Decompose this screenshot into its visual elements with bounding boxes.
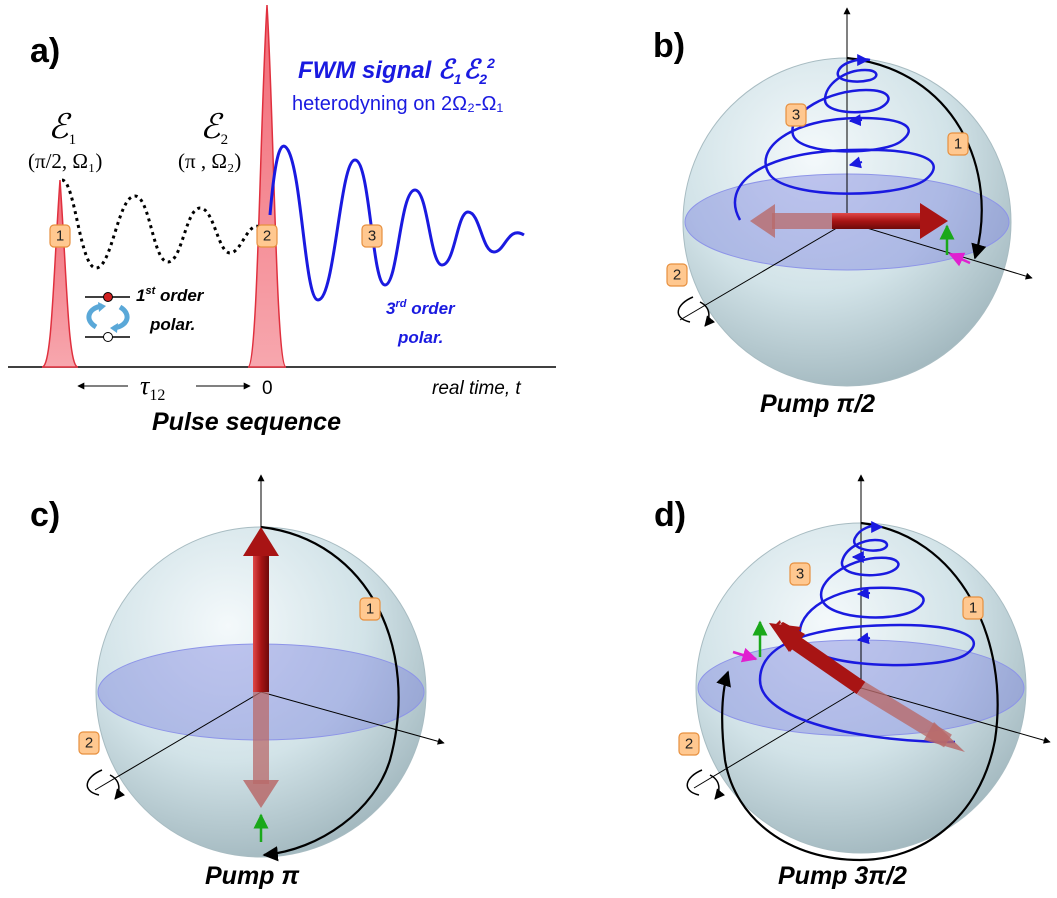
- svg-text:1: 1: [969, 600, 977, 617]
- spiral-d-arrow-2: [856, 587, 871, 600]
- svg-text:3: 3: [368, 228, 376, 245]
- panel-a-caption: Pulse sequence: [152, 408, 341, 436]
- panel-c: c) 1 2 Pump π: [30, 474, 445, 890]
- bloch-vector-c: [243, 527, 279, 808]
- badge-b-1: 1: [947, 132, 969, 156]
- x-axis-d: [693, 687, 862, 789]
- rotation-arc-c: [260, 525, 400, 862]
- fwm-title: FWM signal ℰ1ℰ22: [298, 55, 495, 87]
- first-order-label: 1st order: [136, 285, 205, 305]
- two-level-icon: [85, 292, 130, 342]
- pulse-1: [41, 179, 79, 368]
- panel-b: b) 3 1 2 Pump π/2: [653, 7, 1033, 418]
- bloch-vector-d: [769, 620, 965, 752]
- spiral-b: [733, 58, 935, 221]
- panel-c-label: c): [30, 496, 60, 534]
- x-axis-b: [679, 221, 848, 321]
- pulse1-params: (π/2, Ω₁): [28, 149, 102, 173]
- spiral-d-arrow-1: [856, 632, 871, 645]
- pulse-2: [247, 4, 287, 368]
- badge-c-2: 2: [78, 731, 100, 755]
- real-time-label: real time, t: [432, 378, 521, 399]
- panel-d-label: d): [654, 496, 686, 534]
- pulse1-symbol: ℰ1: [48, 109, 76, 148]
- badge-a-1: 1: [49, 224, 71, 248]
- panel-b-label: b): [653, 27, 685, 65]
- spiral-b-arrow-1: [848, 156, 863, 169]
- svg-text:1: 1: [366, 601, 374, 618]
- svg-text:3: 3: [792, 107, 800, 124]
- svg-text:3: 3: [796, 566, 804, 583]
- spiral-d: [758, 524, 976, 744]
- panel-a-label: a): [30, 32, 60, 70]
- y-axis-b: [846, 221, 1033, 280]
- rotation-glyph-c-tip: [109, 774, 126, 800]
- third-order-line2: polar.: [397, 328, 443, 347]
- badge-a-3: 3: [361, 224, 383, 248]
- pulse2-symbol: ℰ2: [200, 109, 228, 148]
- bloch-vector-b: [750, 203, 948, 239]
- rotation-glyph-c: [86, 769, 103, 796]
- badge-d-2: 2: [678, 732, 700, 756]
- svg-text:2: 2: [673, 267, 681, 284]
- y-axis-d: [860, 687, 1051, 744]
- rotation-glyph-d-tip: [709, 774, 726, 800]
- tau-label: τ12: [140, 371, 165, 404]
- panel-d-caption: Pump 3π/2: [778, 862, 907, 890]
- rotation-glyph-d: [686, 769, 703, 796]
- x-axis-c: [94, 691, 262, 791]
- svg-text:2: 2: [85, 735, 93, 752]
- signal-wave: [268, 144, 525, 302]
- y-axis-c: [260, 691, 445, 745]
- badge-d-1: 1: [962, 596, 984, 620]
- pulse2-params: (π , Ω₂): [178, 149, 241, 173]
- svg-text:1: 1: [56, 228, 64, 245]
- magenta-arrow-b: [948, 252, 971, 267]
- first-order-wave: [61, 178, 263, 270]
- magenta-arrow-d: [732, 647, 758, 663]
- badge-c-1: 1: [359, 597, 381, 621]
- badge-a-2: 2: [256, 224, 278, 248]
- panel-a: a) FWM signal ℰ1ℰ22 heterodyning on 2Ω₂-…: [8, 4, 556, 436]
- badge-b-2: 2: [666, 263, 688, 287]
- spiral-b-arrow-2: [848, 114, 863, 127]
- panel-d: d) 3 1 2 Pump 3π/2: [654, 474, 1051, 890]
- badge-d-3: 3: [789, 562, 811, 586]
- first-order-line2: polar.: [149, 315, 195, 334]
- panel-c-caption: Pump π: [205, 862, 300, 890]
- rotation-arc-b: [846, 56, 987, 260]
- svg-text:1: 1: [954, 136, 962, 153]
- time-zero: 0: [262, 378, 273, 399]
- rotation-glyph-b-tip: [699, 301, 716, 327]
- panel-b-caption: Pump π/2: [760, 390, 875, 418]
- svg-text:2: 2: [685, 736, 693, 753]
- badge-b-3: 3: [785, 103, 807, 127]
- svg-text:2: 2: [263, 228, 271, 245]
- third-order-label: 3rd order: [386, 298, 456, 318]
- heterodyne-label: heterodyning on 2Ω₂-Ω₁: [292, 93, 503, 115]
- rotation-glyph-b: [677, 296, 694, 323]
